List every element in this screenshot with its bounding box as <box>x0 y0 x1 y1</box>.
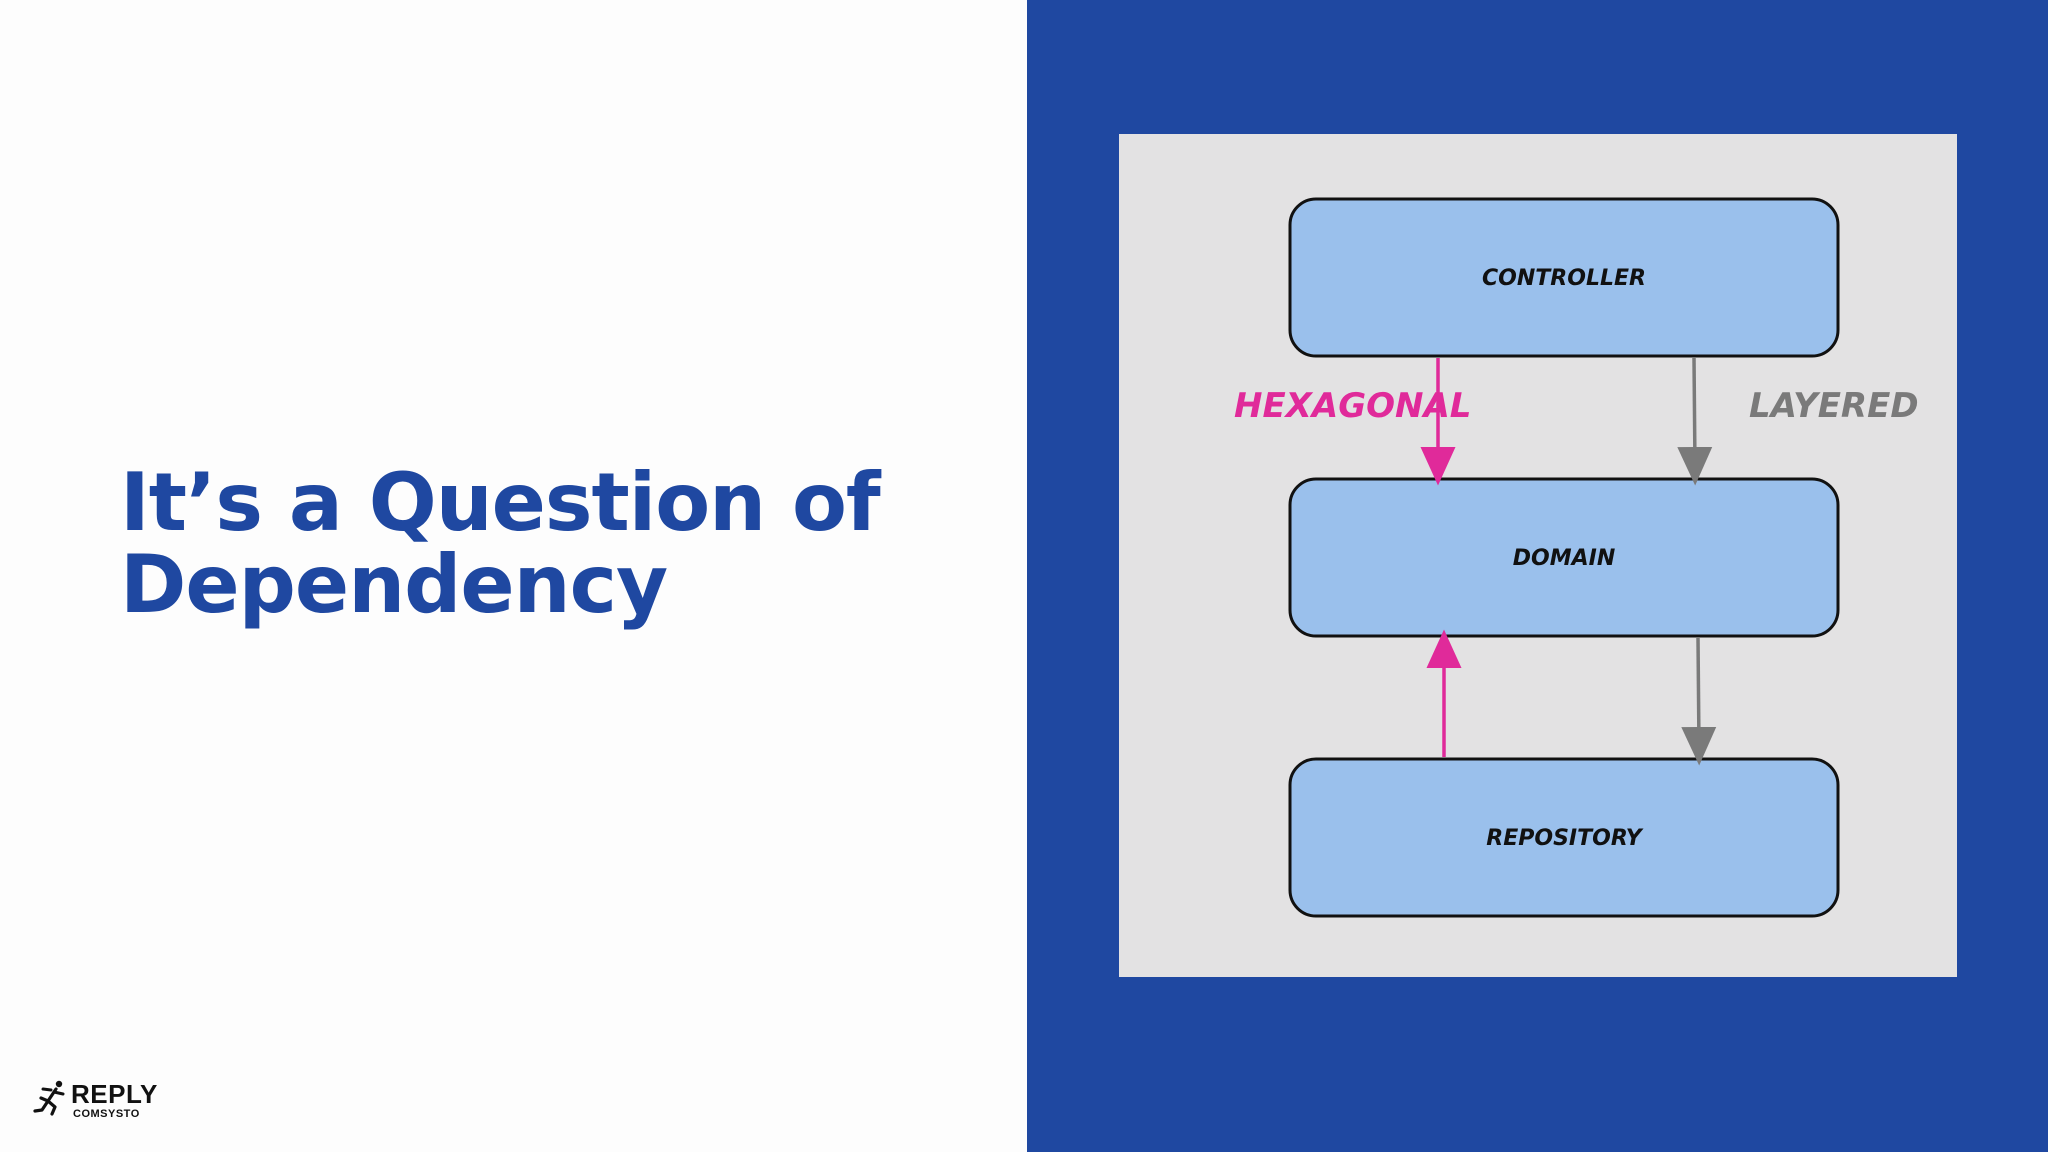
logo-subbrand: COMSYSTO <box>73 1108 140 1120</box>
layered-label: LAYERED <box>1749 386 1919 426</box>
left-panel: It’s a Question of Dependency REPLY COMS… <box>33 456 881 1120</box>
layered-arrow-domain-to-repository <box>1681 637 1717 766</box>
domain-box: DOMAIN <box>1288 477 1840 638</box>
controller-label: CONTROLLER <box>1482 266 1646 291</box>
slide-title-line-2: Dependency <box>120 538 668 631</box>
layered-arrow-controller-to-domain <box>1677 357 1713 486</box>
repository-label: REPOSITORY <box>1486 826 1643 851</box>
slide-title-line-1: It’s a Question of <box>120 456 881 549</box>
repository-box: REPOSITORY <box>1288 757 1840 918</box>
controller-box: CONTROLLER <box>1288 197 1840 358</box>
reply-logo: REPLY COMSYSTO <box>33 1080 163 1120</box>
slide-title: It’s a Question of Dependency <box>120 456 881 631</box>
domain-label: DOMAIN <box>1513 546 1615 571</box>
logo-brand: REPLY <box>71 1079 158 1109</box>
architecture-diagram: CONTROLLER DOMAIN REPOSITORY HEXAGONAL L… <box>1119 134 1957 977</box>
running-figure-icon <box>33 1080 65 1116</box>
hexagonal-label: HEXAGONAL <box>1234 386 1471 426</box>
